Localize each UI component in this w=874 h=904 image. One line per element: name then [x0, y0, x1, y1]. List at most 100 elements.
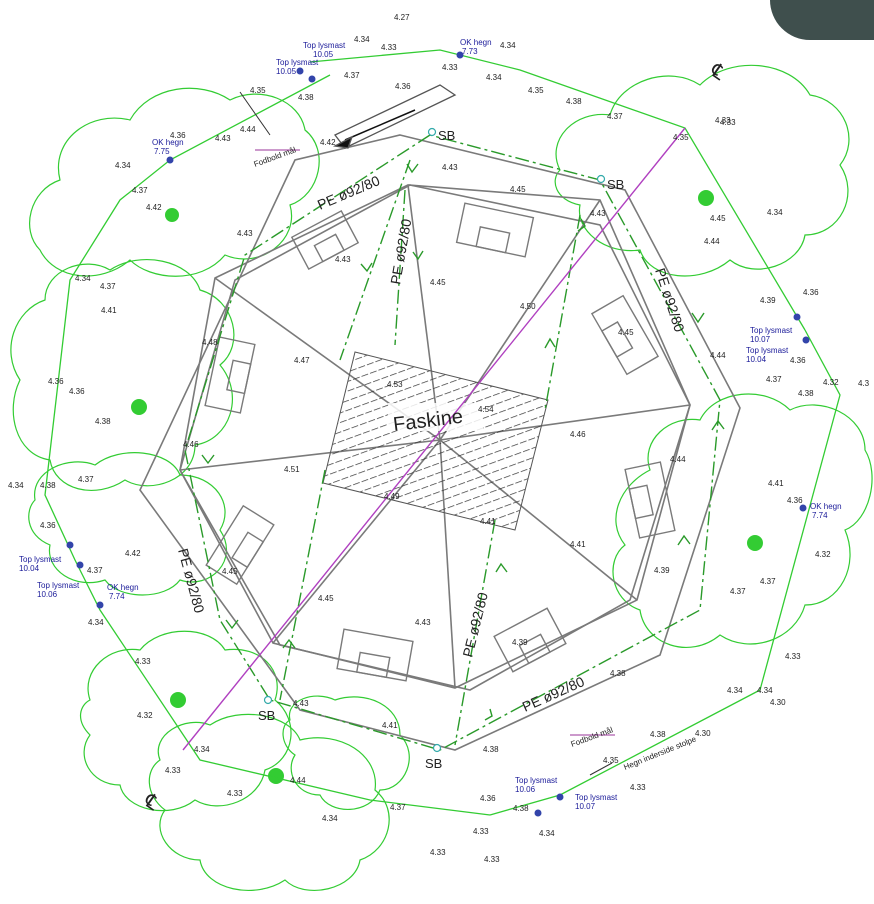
elevation-spot: 4.46 — [570, 430, 586, 439]
sb-label-south: SB — [425, 756, 442, 771]
tree-canopy-southwest — [28, 452, 227, 596]
sb-label-south-west: SB — [258, 708, 275, 723]
goal-north-east — [590, 294, 660, 376]
tree-trunk — [698, 190, 714, 206]
marker-value: 7.73 — [462, 47, 478, 56]
tree-canopy-west — [10, 259, 235, 491]
elevation-spot: 4.33 — [484, 855, 500, 864]
tree-trunk — [170, 692, 186, 708]
elevation-spot: 4.33 — [135, 657, 151, 666]
elevation-spot: 4.33 — [715, 116, 731, 125]
marker-points — [66, 51, 810, 817]
elevation-spot: 4.38 — [298, 93, 314, 102]
elevation-spot: 4.39 — [760, 296, 776, 305]
elevation-spot: 4.41 — [382, 721, 398, 730]
marker-title: Top lysmast — [575, 793, 618, 802]
elevation-spot: 4.32 — [137, 711, 153, 720]
elevation-spot: 4.35 — [250, 86, 266, 95]
marker-value: 10.05 — [313, 50, 334, 59]
sb-manholes — [263, 127, 606, 753]
elevation-spot: 4.33 — [785, 652, 801, 661]
goal-south-west — [205, 504, 275, 586]
elevation-spot: 4.34 — [322, 814, 338, 823]
elevation-spot: 4.41 — [768, 479, 784, 488]
pipe-inner-north-b — [394, 189, 406, 346]
elevation-spot: 4.34 — [727, 686, 743, 695]
diagonal-line — [182, 127, 686, 751]
elevation-spot: 4.47 — [294, 356, 310, 365]
marker-value: 7.75 — [154, 147, 170, 156]
fence-north — [309, 49, 806, 331]
elevation-spot: 4.43 — [590, 209, 606, 218]
elevation-spot: 4.36 — [48, 377, 64, 386]
sb-north — [427, 127, 437, 137]
elevation-spot: 4.34 — [354, 35, 370, 44]
elevation-spot: 4.38 — [513, 804, 529, 813]
elevation-spot: 4.36 — [170, 131, 186, 140]
marker-title: Top lysmast — [276, 58, 319, 67]
marker-value: 10.06 — [515, 785, 536, 794]
elevation-spot: 4.37 — [344, 71, 360, 80]
tree-trunk — [747, 535, 763, 551]
pipe-inner-sw — [279, 469, 326, 701]
elevation-spot: 4.43 — [415, 618, 431, 627]
sb-north-east — [596, 174, 606, 184]
tree-trunk — [165, 208, 179, 222]
elevation-spot: 4.34 — [115, 161, 131, 170]
elevation-spot: 4.37 — [87, 566, 103, 575]
elevation-spot: 4.36 — [395, 82, 411, 91]
tree-trunk — [131, 399, 147, 415]
callout-lines — [239, 91, 613, 776]
marker-title: OK hegn — [810, 502, 842, 511]
marker-value: 10.07 — [575, 802, 596, 811]
faskine-area — [322, 351, 549, 531]
elevation-spot: 4.38 — [566, 97, 582, 106]
elevation-spot: 4.43 — [237, 229, 253, 238]
marker-labels: Top lysmast 10.05 Top lysmast 10.05 OK h… — [19, 38, 842, 811]
fence-lines — [44, 49, 841, 816]
elevation-spot: 4.34 — [767, 208, 783, 217]
elevation-spot: 4.34 — [500, 41, 516, 50]
elevation-spot: 4.34 — [194, 745, 210, 754]
elevation-spot: 4.32 — [815, 550, 831, 559]
pipe-label-north-west: PE ø92/80 — [315, 172, 382, 213]
marker-title: Top lysmast — [750, 326, 793, 335]
pipe-label-north: PE ø92/80 — [387, 217, 414, 285]
elevation-spot: 4.36 — [480, 794, 496, 803]
pipe-outer-ring — [184, 134, 721, 751]
elevation-spot: 4.49 — [384, 492, 400, 501]
goal-west — [204, 336, 256, 414]
elevation-spot: 4.27 — [394, 13, 410, 22]
tree-canopy-northeast — [554, 64, 850, 277]
elevation-spot: 4.33 — [381, 43, 397, 52]
fodbold-maal-label-north: Fodbold mål — [253, 145, 298, 169]
tree-canopy-northwest — [29, 87, 320, 277]
centerline-symbol-north-east: ℄ — [705, 59, 729, 85]
elevation-spot: 4.50 — [520, 302, 536, 311]
elevation-spot: 4.34 — [757, 686, 773, 695]
elevation-spot: 4.44 — [710, 351, 726, 360]
pipe-label-south: PE ø92/80 — [459, 590, 491, 658]
elevation-spot: 4.38 — [610, 669, 626, 678]
tree-trunk — [268, 768, 284, 784]
elevation-spot: 4.37 — [760, 577, 776, 586]
centerline-symbol-south-west: ℄ — [139, 789, 163, 815]
tree-trunks — [131, 190, 763, 784]
pipe-inner-north — [339, 159, 411, 361]
marker-title: OK hegn — [460, 38, 492, 47]
corner-badge — [770, 0, 874, 40]
elevation-spot: 4.38 — [650, 730, 666, 739]
elevation-spot: 4.45 — [710, 214, 726, 223]
elevation-spot: 4.39 — [512, 638, 528, 647]
goal-south — [336, 628, 414, 682]
elevation-spot: 4.34 — [8, 481, 24, 490]
elevation-spot: 4.37 — [100, 282, 116, 291]
elevation-spot: 4.45 — [510, 185, 526, 194]
elevation-spot: 4.37 — [132, 186, 148, 195]
tree-canopy-south-center — [148, 713, 390, 891]
elevation-spot: 4.37 — [78, 475, 94, 484]
elevation-spot: 4.33 — [227, 789, 243, 798]
elevation-spot: 4.38 — [95, 417, 111, 426]
elevation-spot: 4.3 — [858, 379, 870, 388]
fodbold-maal-label-south: Fodbold mål — [570, 725, 615, 749]
